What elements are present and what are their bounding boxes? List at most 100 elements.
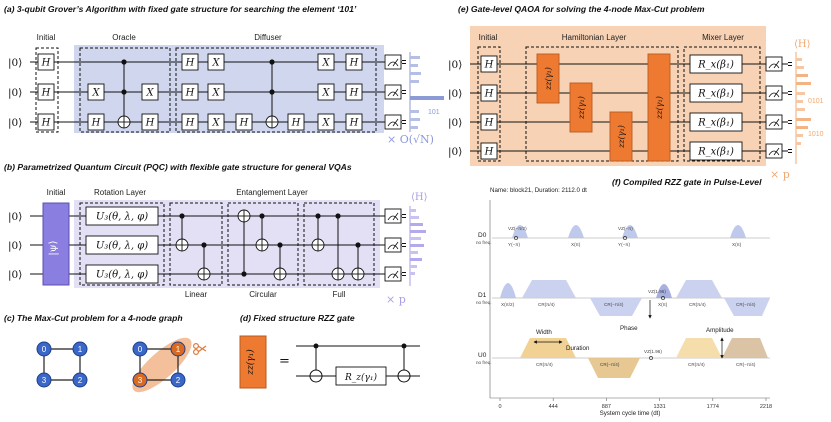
panel-d-caption: (d) Fixed structure RZZ gate [240, 313, 355, 323]
pulse-channel-sub-0: no freq. [476, 240, 492, 245]
panel-f-caption: (f) Compiled RZZ gate in Pulse-Level [612, 177, 762, 187]
qaoa-ket-0: |0⟩ [448, 59, 462, 72]
grover-diff-h-1b-label: H [349, 88, 359, 99]
pqc-entanglement-label: Entanglement Layer [236, 188, 308, 197]
qaoa-zz-01: zz(γ₁) [536, 53, 560, 104]
qaoa-rx-gate-1-label: R_x(β₁) [697, 89, 734, 100]
pqc-circular-ctrl-2 [241, 271, 247, 277]
pqc-measure-0 [384, 208, 402, 224]
pqc-full-label: Full [333, 290, 346, 299]
qaoa-measure-2 [765, 114, 783, 130]
qaoa-repeat-label: × p [770, 168, 790, 181]
pulse-tick-1: 444 [549, 404, 558, 410]
pulse-header: Name: block21, Duration: 2112.0 dt [490, 187, 587, 194]
qaoa-init-h-2-label: H [484, 118, 494, 129]
grover-diff-x-1-label: X [211, 88, 220, 99]
qaoa-zz-03: zz(γ₁) [647, 53, 671, 162]
pqc-measure-1 [384, 237, 402, 253]
grover-oracle-target [117, 115, 131, 129]
qaoa-init-h-2: H [480, 113, 498, 131]
grover-oracle-h-2b: H [141, 113, 159, 131]
qaoa-init-h-1-label: H [484, 89, 494, 100]
grover-diff-h-2-label: H [185, 118, 195, 129]
pqc-full-ctrl-0 [315, 213, 321, 219]
pqc-linear-box [169, 202, 223, 286]
qaoa-rx-gate-2: R_x(β₁) [689, 112, 743, 132]
pulse-duration-label: Duration [566, 345, 590, 352]
grover-diff-h-0b-label: H [349, 58, 359, 69]
grover-init-h-0-label: H [41, 58, 51, 69]
scissors-icon [192, 342, 207, 356]
qaoa-expectation-label: ⟨H⟩ [794, 39, 811, 50]
pulse-label-x1: X(π) [571, 242, 581, 247]
qaoa-init-h-0-label: H [484, 60, 494, 71]
pulse-label-y2: Y(−π) [618, 242, 630, 247]
graph-right-node-3: 3 [132, 372, 148, 388]
pqc-u3-gate-2: U₃(θ, λ, φ) [85, 264, 159, 284]
grover-diff-x-2-label: X [211, 118, 220, 129]
pqc-full-ctrl-1 [355, 242, 361, 248]
pqc-repeat-label: × p [386, 293, 406, 306]
grover-histogram [409, 52, 444, 132]
grover-measure-0 [384, 54, 402, 70]
panel-e-qaoa: (e) Gate-level QAOA for solving the 4-no… [448, 4, 824, 181]
qaoa-rx-gate-3-label: R_x(β₁) [697, 147, 734, 158]
pulse-label-xd1: X(π/2) [501, 302, 515, 307]
pulse-amplitude-label: Amplitude [706, 327, 734, 334]
qaoa-result-0101: 0101 [808, 98, 824, 105]
pulse-label-x2: X(π) [732, 242, 742, 247]
grover-diff-h-1b: H [345, 83, 363, 101]
qaoa-measure-1 [765, 85, 783, 101]
pulse-channel-0: D0 [478, 232, 487, 239]
pqc-circular-box [227, 202, 299, 286]
rzz-gate-symbol [239, 335, 267, 389]
qaoa-histogram [795, 52, 811, 164]
grover-diff-h-1-label: H [185, 88, 195, 99]
pulse-label-ucr3: CR(π/4) [688, 362, 705, 367]
grover-diffuser-box [175, 47, 377, 133]
panel-d-rzz: (d) Fixed structure RZZ gate zz(γ₁) = R_… [239, 313, 420, 389]
graph-right [132, 337, 192, 393]
pqc-ket-2: |0⟩ [8, 269, 22, 282]
rz-gate [335, 366, 387, 386]
grover-diff-h-2b: H [235, 113, 253, 131]
grover-oracle-h-2b-label: H [145, 118, 155, 129]
pulse-shapes [500, 225, 770, 378]
grover-diff-ctrl-0 [269, 59, 275, 65]
pqc-ket-0: |0⟩ [8, 211, 22, 224]
panel-b-caption: (b) Parametrized Quantum Circuit (PQC) w… [4, 162, 352, 172]
pqc-circular-ctrl-1 [277, 242, 283, 248]
graph-left-node-1-label: 1 [78, 345, 83, 354]
graph-left-node-3: 3 [36, 372, 52, 388]
grover-diff-x-1b: X [317, 83, 335, 101]
pqc-ket-1: |0⟩ [8, 240, 22, 253]
pqc-linear-label: Linear [185, 290, 208, 299]
grover-diff-x-1b-label: X [321, 88, 330, 99]
panel-c-maxcut: (c) The Max-Cut problem for a 4-node gra… [4, 313, 207, 393]
pqc-psi-label: |ψ⟩ [48, 240, 59, 255]
pqc-linear-target-2 [197, 267, 211, 281]
pqc-circular-ctrl-0 [259, 213, 265, 219]
pulse-label-cr2: CR(−π/4) [604, 302, 624, 307]
qaoa-measure-0 [765, 56, 783, 72]
panel-a-caption: (a) 3-qubit Grover’s Algorithm with fixe… [4, 4, 357, 14]
grover-result-label: 101 [428, 109, 440, 116]
grover-diff-h-2d: H [345, 113, 363, 131]
grover-initial-label: Initial [37, 33, 56, 42]
graph-right-node-0: 0 [132, 341, 148, 357]
panel-f-pulse: (f) Compiled RZZ gate in Pulse-Level Nam… [476, 177, 772, 417]
grover-oracle-x-1-label: X [91, 88, 100, 99]
pulse-channel-2: U0 [478, 352, 487, 359]
panel-c-caption: (c) The Max-Cut problem for a 4-node gra… [4, 313, 183, 323]
qaoa-result-1010: 1010 [808, 131, 824, 138]
pulse-tick-4: 1774 [707, 404, 719, 410]
qaoa-init-h-1: H [480, 84, 498, 102]
pqc-circular-target-0 [237, 209, 251, 223]
pqc-initial-label: Initial [47, 188, 66, 197]
qaoa-mixer-label: Mixer Layer [702, 33, 744, 42]
qaoa-ket-3: |0⟩ [448, 146, 462, 159]
pulse-phase-label: Phase [620, 325, 638, 332]
pqc-measure-2 [384, 266, 402, 282]
pqc-u3-gate-2-label: U₃(θ, λ, φ) [96, 270, 148, 281]
